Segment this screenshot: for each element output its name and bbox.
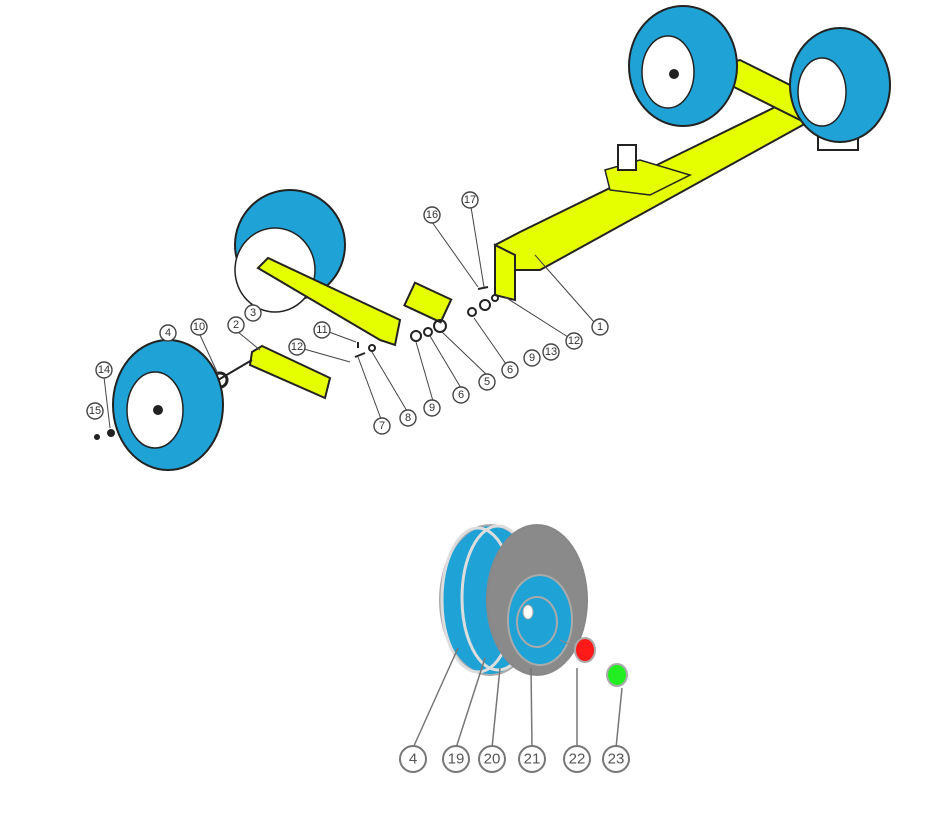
callout-20: 20 (478, 745, 506, 773)
callout-number: 17 (464, 194, 476, 206)
callout-19: 19 (442, 745, 470, 773)
callout-number: 12 (291, 341, 303, 353)
front-tire (112, 339, 224, 471)
callout-4: 4 (399, 745, 427, 773)
callout-12: 12 (565, 332, 583, 350)
callout-17: 17 (461, 191, 479, 209)
callout-9: 9 (523, 349, 541, 367)
callout-8: 8 (399, 409, 417, 427)
callout-number: 5 (484, 376, 490, 388)
stub-axle-arm (248, 344, 332, 400)
callout-3: 3 (244, 304, 262, 322)
callout-10: 10 (190, 318, 208, 336)
callout-number: 23 (608, 751, 625, 768)
callout-number: 21 (524, 751, 541, 768)
callout-number: 1 (597, 321, 603, 333)
callout-16: 16 (423, 206, 441, 224)
callout-number: 22 (569, 751, 586, 768)
callout-15: 15 (86, 402, 104, 420)
callout-23: 23 (602, 745, 630, 773)
callout-number: 2 (233, 319, 239, 331)
callout-22: 22 (563, 745, 591, 773)
callout-number: 4 (165, 327, 171, 339)
callout-12: 12 (288, 338, 306, 356)
wheel-leader-lines (412, 647, 623, 749)
callout-number: 6 (507, 364, 513, 376)
callout-4: 4 (159, 324, 177, 342)
callout-14: 14 (95, 361, 113, 379)
nut-14 (107, 429, 115, 437)
callout-7: 7 (373, 417, 391, 435)
callout-5: 5 (478, 373, 496, 391)
part-23-bushing (606, 663, 628, 687)
arm-bracket (403, 281, 453, 324)
wheel-detail (439, 524, 588, 676)
bolt-15 (94, 434, 100, 440)
callout-11: 11 (313, 321, 331, 339)
swing-arm (256, 256, 402, 347)
callout-number: 15 (89, 405, 101, 417)
small-hardware (354, 286, 499, 358)
callout-9: 9 (423, 399, 441, 417)
callout-number: 10 (193, 321, 205, 333)
middle-tire (234, 189, 346, 313)
rear-right-tire (789, 27, 891, 143)
callout-21: 21 (518, 745, 546, 773)
frame-bracket (494, 243, 516, 302)
callout-number: 4 (409, 751, 417, 768)
callout-number: 20 (484, 751, 501, 768)
leader-lines (103, 206, 595, 429)
callout-number: 19 (448, 751, 465, 768)
part-22-bearing (574, 637, 596, 663)
callout-2: 2 (227, 316, 245, 334)
rear-left-tire (628, 5, 738, 127)
callout-6: 6 (452, 386, 470, 404)
callout-number: 16 (426, 209, 438, 221)
callout-number: 3 (250, 307, 256, 319)
hitch-post (617, 144, 637, 171)
callout-number: 13 (545, 346, 557, 358)
callout-number: 14 (98, 364, 110, 376)
callout-number: 8 (405, 412, 411, 424)
callout-6: 6 (501, 361, 519, 379)
callout-number: 7 (379, 420, 385, 432)
stub-axle-shaft (217, 359, 253, 381)
callout-number: 6 (458, 389, 464, 401)
callout-number: 9 (429, 402, 435, 414)
callout-13: 13 (542, 343, 560, 361)
callout-number: 11 (316, 324, 327, 336)
callout-number: 9 (529, 352, 535, 364)
callout-number: 12 (568, 335, 580, 347)
callout-1: 1 (591, 318, 609, 336)
